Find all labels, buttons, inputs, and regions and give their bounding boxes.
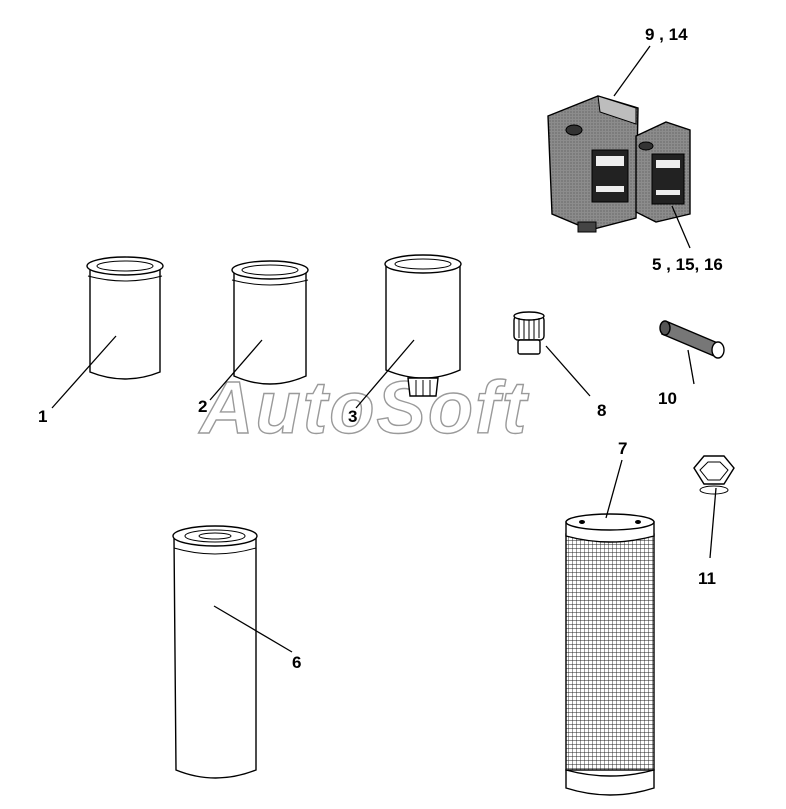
filter-part-6 xyxy=(172,525,258,779)
callout-2: 2 xyxy=(198,397,207,416)
plug-part-8 xyxy=(513,311,545,355)
filter-part-1 xyxy=(86,256,164,380)
callout-11: 11 xyxy=(698,569,716,588)
filter-part-3 xyxy=(384,254,462,397)
callout-7: 7 xyxy=(618,439,627,458)
oil-canister-small xyxy=(635,121,691,223)
callout-8: 8 xyxy=(597,401,606,420)
air-filter-part-7 xyxy=(565,513,655,796)
leader-lines xyxy=(51,45,717,653)
callout-3: 3 xyxy=(348,407,357,426)
callout-6: 6 xyxy=(292,653,301,672)
pin-part-10 xyxy=(659,320,725,359)
callout-10: 10 xyxy=(658,389,677,408)
callout-9-14: 9 , 14 xyxy=(645,25,688,44)
oil-canister-large xyxy=(547,95,639,233)
cap-part-11 xyxy=(693,455,735,495)
filter-part-2 xyxy=(231,260,309,385)
callout-5-15-16: 5 , 15, 16 xyxy=(652,255,723,274)
callout-1: 1 xyxy=(38,407,47,426)
